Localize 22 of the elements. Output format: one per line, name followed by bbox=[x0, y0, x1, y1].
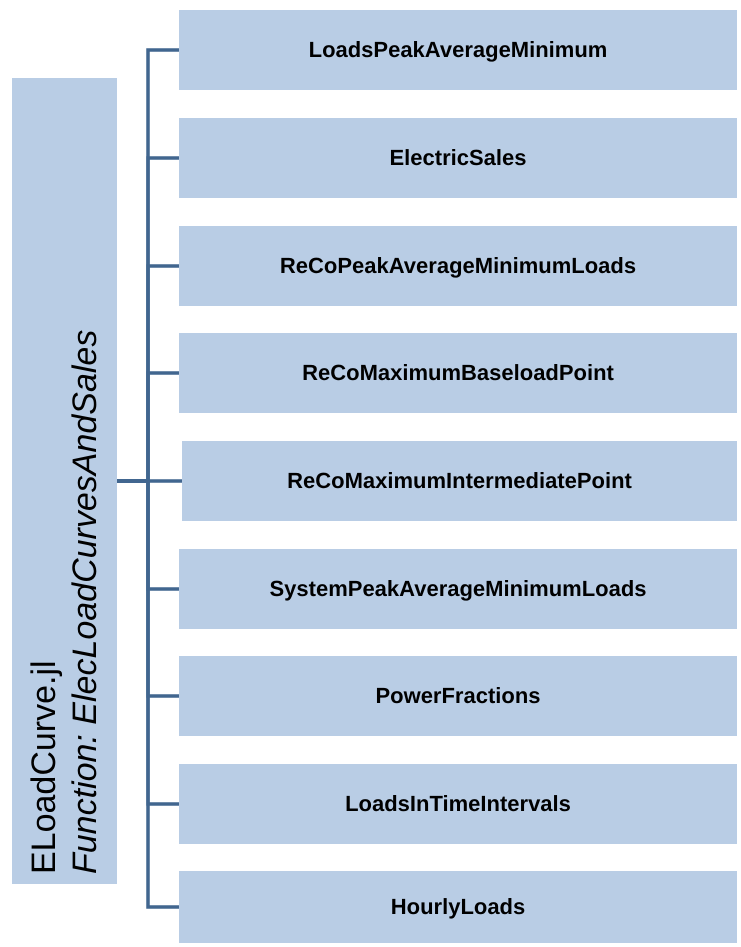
subroutine-name: LoadsInTimeIntervals bbox=[345, 791, 571, 817]
subroutine-name: SystemPeakAverageMinimumLoads bbox=[270, 576, 646, 602]
subroutine-name: ReCoPeakAverageMinimumLoads bbox=[280, 253, 636, 279]
subroutine-box bbox=[179, 118, 737, 198]
module-title: ELoadCurve.jl bbox=[24, 660, 64, 874]
subroutine-name: PowerFractions bbox=[375, 683, 541, 709]
subroutine-box bbox=[179, 10, 737, 90]
subroutine-box bbox=[179, 871, 737, 943]
subroutine-box bbox=[179, 226, 737, 306]
subroutine-name: ReCoMaximumIntermediatePoint bbox=[287, 468, 632, 494]
function-name: Function: ElecLoadCurvesAndSales bbox=[64, 330, 104, 874]
subroutine-name: HourlyLoads bbox=[390, 894, 526, 920]
subroutine-box bbox=[179, 549, 737, 629]
subroutine-name: LoadsPeakAverageMinimum bbox=[308, 37, 608, 63]
subroutine-box bbox=[182, 441, 737, 521]
subroutine-name: ReCoMaximumBaseloadPoint bbox=[302, 360, 614, 386]
connector-line bbox=[117, 479, 179, 909]
subroutine-box bbox=[179, 333, 737, 413]
subroutine-box bbox=[179, 764, 737, 844]
subroutine-name: ElectricSales bbox=[390, 145, 526, 171]
module-box bbox=[12, 78, 117, 884]
subroutine-box bbox=[179, 656, 737, 736]
